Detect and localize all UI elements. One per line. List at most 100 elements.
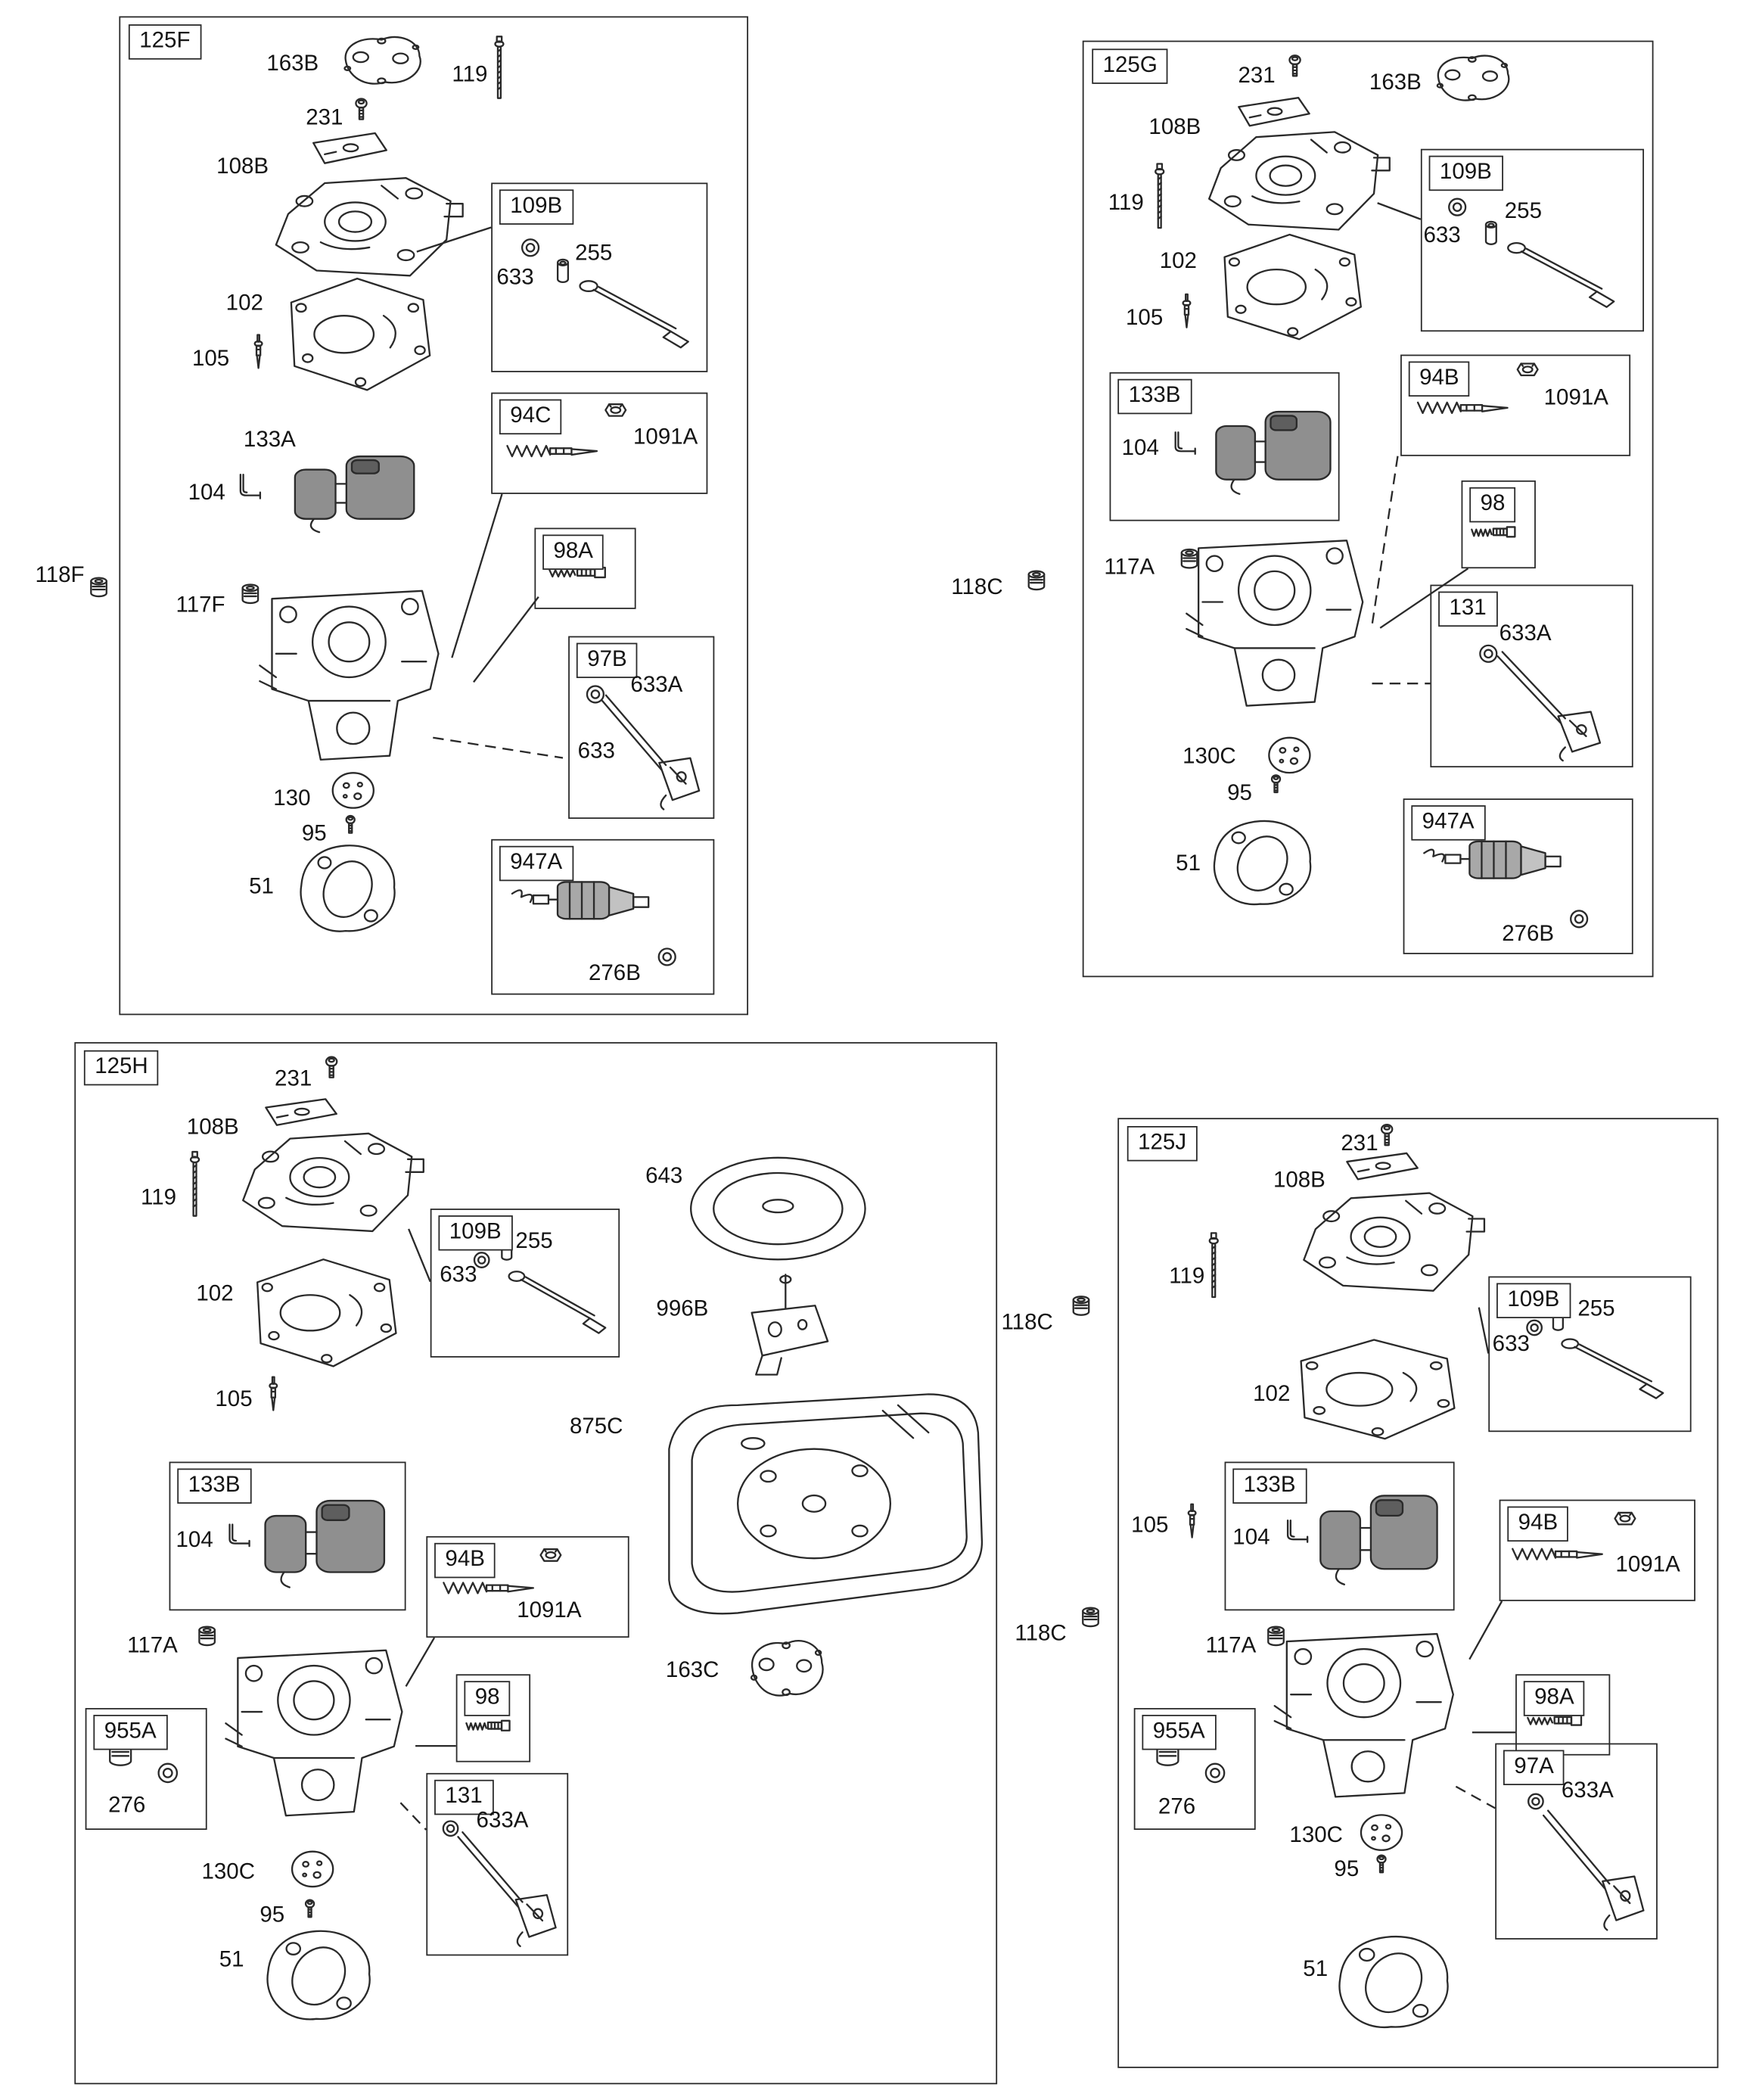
callout-633: 633 [577, 739, 615, 764]
part-118F-plug-drawing [84, 575, 113, 605]
callout-130C: 130C [1183, 744, 1236, 769]
part-body-carb-body-drawing [214, 1635, 415, 1827]
panel-label-125J: 125J [1127, 1125, 1198, 1161]
part-51-gasket-oval-drawing [1208, 817, 1316, 910]
part-130C-disc-drawing [1261, 731, 1318, 779]
detail-box-label-133B: 133B [1117, 378, 1192, 414]
callout-105: 105 [191, 346, 230, 372]
part-633-washer-drawing [1445, 195, 1469, 219]
detail-box-125G-131 [1430, 584, 1633, 768]
detail-box-125F-947A [491, 838, 715, 995]
part-255-bushing-drawing [1481, 219, 1503, 249]
callout-118C: 118C [1001, 1310, 1053, 1335]
part-118C-plug-drawing [1066, 1294, 1095, 1324]
callout-130C: 130C [201, 1859, 256, 1884]
part-231-screw-small-drawing [1282, 54, 1307, 87]
part-117F-plug-drawing [235, 582, 265, 611]
panel-125H [74, 1042, 998, 2085]
part-108B-plate-small-drawing [309, 130, 390, 171]
callout-105: 105 [1125, 306, 1164, 331]
part-body-carb-body-drawing [1263, 1619, 1465, 1808]
callout-633A: 633A [1561, 1778, 1614, 1803]
callout-95: 95 [1227, 780, 1252, 806]
part-105-inlet-valve-drawing [1174, 292, 1198, 341]
part-51-gasket-oval-drawing [1333, 1933, 1455, 2033]
callout-255: 255 [1577, 1296, 1615, 1321]
part-133A-float-drawing [287, 441, 422, 536]
callout-633A: 633A [1499, 621, 1552, 646]
part-95-screw-small-drawing [341, 815, 360, 842]
callout-231: 231 [306, 105, 343, 130]
part-119-screw-long-drawing [1148, 163, 1172, 233]
part-cover-carb-top-drawing [227, 1121, 423, 1249]
callout-633: 633 [496, 265, 534, 290]
detail-box-label-947A: 947A [1411, 805, 1485, 840]
leader-line-125H-3 [400, 1803, 426, 1830]
callout-130: 130 [273, 786, 311, 811]
callout-1091A: 1091A [632, 425, 698, 450]
part-95-screw-small-drawing [300, 1899, 319, 1926]
part-1091A-nut-cap-drawing [1512, 357, 1542, 381]
callout-163B: 163B [266, 51, 319, 76]
callout-255: 255 [575, 241, 613, 266]
part-98-spring-screw-drawing [464, 1705, 521, 1746]
detail-box-label-97A: 97A [1503, 1750, 1565, 1785]
callout-119: 119 [140, 1185, 177, 1210]
part-102-gasket-large-drawing [1282, 1330, 1465, 1448]
detail-box-label-94B: 94B [1408, 361, 1470, 397]
part-1091A-nut-cap-drawing [601, 398, 630, 422]
callout-108B: 108B [1273, 1168, 1325, 1193]
callout-104: 104 [176, 1528, 213, 1553]
detail-box-125F-109B [491, 182, 708, 372]
callout-95: 95 [259, 1902, 285, 1927]
part-cover-carb-top-drawing [259, 165, 462, 294]
callout-1091A: 1091A [517, 1598, 582, 1623]
part-133B-float-drawing [257, 1483, 393, 1591]
detail-box-125F-94C [491, 392, 708, 494]
detail-box-125G-109B [1420, 148, 1644, 332]
panel-125G [1082, 40, 1654, 978]
callout-51: 51 [1176, 851, 1201, 876]
callout-118F: 118F [35, 562, 85, 588]
detail-box-label-97B: 97B [576, 642, 639, 678]
detail-box-label-131: 131 [1438, 591, 1497, 627]
part-130C-disc-drawing [284, 1845, 341, 1893]
part-276B-washer-drawing [655, 944, 679, 969]
callout-633: 633 [440, 1262, 477, 1287]
part-131-shaft-throttle-shaft-drawing [1488, 649, 1605, 761]
panel-125J [1117, 1118, 1719, 2068]
part-133B-float-drawing [1313, 1478, 1445, 1589]
callout-276: 276 [108, 1793, 146, 1818]
part-947A-solenoid-drawing [1418, 823, 1569, 907]
callout-108B: 108B [186, 1115, 239, 1140]
part-276B-washer-drawing [1567, 907, 1591, 931]
leader-line-125J-1 [1469, 1601, 1502, 1660]
part-94C-needle-spring-drawing [503, 431, 601, 471]
part-body-carb-body-drawing [1174, 525, 1375, 717]
part-231-screw-small-drawing [1375, 1123, 1399, 1156]
part-119-screw-long-drawing [487, 35, 511, 102]
detail-box-label-94B: 94B [434, 1542, 496, 1578]
part-163B-gasket-carb-drawing [334, 30, 429, 92]
leader-line-125F-1 [452, 494, 502, 658]
detail-box-125F-97B [568, 636, 715, 820]
part-131-shaft-throttle-shaft-drawing [449, 1830, 561, 1946]
part-94B-needle-spring-drawing [1509, 1533, 1606, 1574]
part-104-clip-drawing [1167, 429, 1203, 456]
part-1091A-nut-cap-drawing [536, 1543, 565, 1567]
part-94B-needle-spring-drawing [1414, 387, 1512, 428]
part-102-gasket-large-drawing [241, 1249, 406, 1377]
callout-633: 633 [1423, 223, 1461, 248]
detail-box-125J-109B [1488, 1276, 1692, 1433]
detail-box-label-955A: 955A [1142, 1714, 1217, 1750]
part-97A-shaft-throttle-shaft-drawing [1534, 1808, 1648, 1930]
callout-276B: 276B [588, 960, 641, 985]
callout-163B: 163B [1369, 70, 1422, 95]
part-95-screw-small-drawing [1266, 774, 1285, 801]
part-947A-solenoid-drawing [506, 863, 657, 947]
part-255-bushing-drawing [552, 257, 574, 287]
part-117A-plug-drawing [192, 1624, 222, 1654]
detail-box-125G-98 [1461, 480, 1536, 569]
part-130-disc-drawing [325, 766, 381, 814]
